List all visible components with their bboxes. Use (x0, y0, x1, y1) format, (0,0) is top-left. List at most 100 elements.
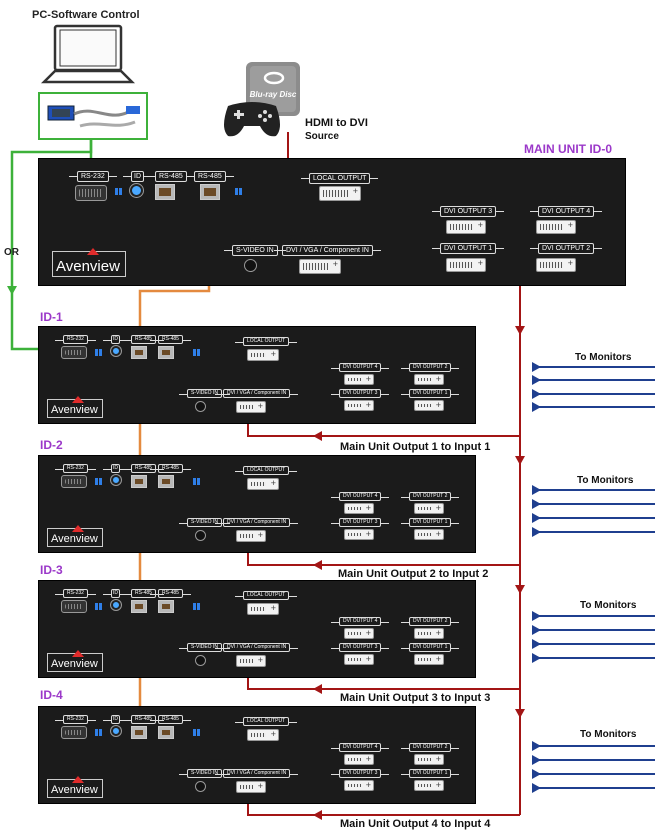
svideo-port[interactable] (195, 401, 206, 412)
gamepad-icon (224, 102, 280, 137)
status-led (95, 603, 98, 610)
dvi-out-3-port[interactable] (344, 780, 374, 791)
dvi-out-4-port[interactable] (344, 374, 374, 385)
main-svideo-port[interactable] (244, 259, 257, 272)
monitor-arrowheads (532, 362, 541, 793)
rs485b-label: RS-485 (150, 589, 191, 598)
main-id-button[interactable] (130, 184, 143, 197)
main-rs232-port[interactable] (75, 185, 107, 201)
component-in-label: DVI / VGA / Component IN (214, 769, 299, 778)
dvi-out-1-port[interactable] (414, 654, 444, 665)
main-dvi-out-1-label: DVI OUTPUT 1 (431, 243, 505, 254)
dvi-out-3-port[interactable] (344, 529, 374, 540)
dvi-out-3-port[interactable] (344, 654, 374, 665)
rs485a-port[interactable] (131, 475, 147, 488)
local-output-port[interactable] (247, 349, 279, 361)
rs232-port[interactable] (61, 346, 87, 359)
green-arrow-or (7, 286, 17, 295)
dvi-out-2-port[interactable] (414, 503, 444, 514)
main-rs485a-port[interactable] (155, 184, 175, 200)
main-rs485b-port[interactable] (200, 184, 220, 200)
component-in-port[interactable] (236, 401, 266, 413)
slave-unit-panel-2: RS-232 ID RS-485 RS-485 LOCAL OUTPUT DVI… (38, 455, 476, 553)
rs232-port[interactable] (61, 600, 87, 613)
logo-text: Avenview (56, 258, 120, 275)
status-led (193, 603, 196, 610)
dvi-out-1-port[interactable] (414, 529, 444, 540)
main-rs232-label: RS-232 (69, 171, 117, 182)
id-button[interactable] (111, 475, 121, 485)
status-led (193, 729, 196, 736)
rs485a-label: RS-485 (123, 715, 164, 724)
dvi-out-1-port[interactable] (414, 400, 444, 411)
rs485b-label: RS-485 (150, 464, 191, 473)
dvi-out-3-label: DVI OUTPUT 3 (330, 389, 390, 398)
dvi-out-4-port[interactable] (344, 754, 374, 765)
dvi-out-2-port[interactable] (414, 374, 444, 385)
slave-unit-panel-1: RS-232 ID RS-485 RS-485 LOCAL OUTPUT DVI… (38, 326, 476, 424)
local-output-label: LOCAL OUTPUT (234, 717, 298, 726)
component-in-port[interactable] (236, 530, 266, 542)
main-led-2 (235, 188, 238, 195)
id-label: ID (103, 715, 128, 724)
status-led (95, 729, 98, 736)
id-button[interactable] (111, 600, 121, 610)
dvi-out-2-port[interactable] (414, 628, 444, 639)
main-rs485b-label: RS-485 (186, 171, 234, 182)
rs485a-port[interactable] (131, 600, 147, 613)
logo-text: Avenview (51, 404, 98, 416)
local-output-port[interactable] (247, 603, 279, 615)
id-label: ID (103, 464, 128, 473)
svideo-port[interactable] (195, 655, 206, 666)
main-output-bus (464, 228, 551, 815)
component-in-port[interactable] (236, 655, 266, 667)
rs232-port[interactable] (61, 726, 87, 739)
dvi-out-1-label: DVI OUTPUT 1 (400, 518, 460, 527)
slave-id-label: ID-4 (40, 688, 63, 702)
rs485a-port[interactable] (131, 726, 147, 739)
dvi-out-3-label: DVI OUTPUT 3 (330, 643, 390, 652)
local-output-port[interactable] (247, 729, 279, 741)
avenview-logo: Avenview (47, 650, 103, 672)
output-mapping-label: Main Unit Output 1 to Input 1 (340, 441, 491, 453)
main-unit-title: MAIN UNIT ID-0 (524, 142, 612, 156)
rs485b-port[interactable] (158, 726, 174, 739)
local-output-port[interactable] (247, 478, 279, 490)
or-label: OR (4, 247, 19, 258)
status-led (193, 349, 196, 356)
rs485a-label: RS-485 (123, 464, 164, 473)
rs232-port[interactable] (61, 475, 87, 488)
svideo-port[interactable] (195, 530, 206, 541)
status-led (95, 478, 98, 485)
component-in-port[interactable] (236, 781, 266, 793)
to-monitors-label: To Monitors (580, 600, 637, 611)
component-in-label: DVI / VGA / Component IN (214, 389, 299, 398)
main-dvi-out-3-port[interactable] (446, 220, 486, 234)
dvi-out-2-port[interactable] (414, 754, 444, 765)
rs485a-port[interactable] (131, 346, 147, 359)
dvi-out-4-port[interactable] (344, 503, 374, 514)
main-dvi-out-2-port[interactable] (536, 258, 576, 272)
rs485b-port[interactable] (158, 475, 174, 488)
dvi-out-2-label: DVI OUTPUT 2 (400, 363, 460, 372)
id-button[interactable] (111, 346, 121, 356)
dvi-out-1-port[interactable] (414, 780, 444, 791)
rs485b-port[interactable] (158, 600, 174, 613)
svideo-port[interactable] (195, 781, 206, 792)
main-component-in-label: DVI / VGA / Component IN (274, 245, 381, 256)
main-local-output-port[interactable] (319, 186, 361, 201)
main-dvi-out-3-label: DVI OUTPUT 3 (431, 206, 505, 217)
main-local-output-label: LOCAL OUTPUT (300, 173, 379, 184)
output-mapping-label: Main Unit Output 4 to Input 4 (340, 818, 491, 830)
main-dvi-out-4-port[interactable] (536, 220, 576, 234)
dvi-out-4-port[interactable] (344, 628, 374, 639)
dvi-out-3-port[interactable] (344, 400, 374, 411)
logo-text: Avenview (51, 533, 98, 545)
rs485b-port[interactable] (158, 346, 174, 359)
source-label-line2: Source (305, 131, 339, 142)
avenview-logo: Avenview (47, 396, 103, 418)
main-dvi-out-1-port[interactable] (446, 258, 486, 272)
main-avenview-logo: Avenview (52, 248, 126, 277)
id-button[interactable] (111, 726, 121, 736)
main-component-in-port[interactable] (299, 259, 341, 274)
